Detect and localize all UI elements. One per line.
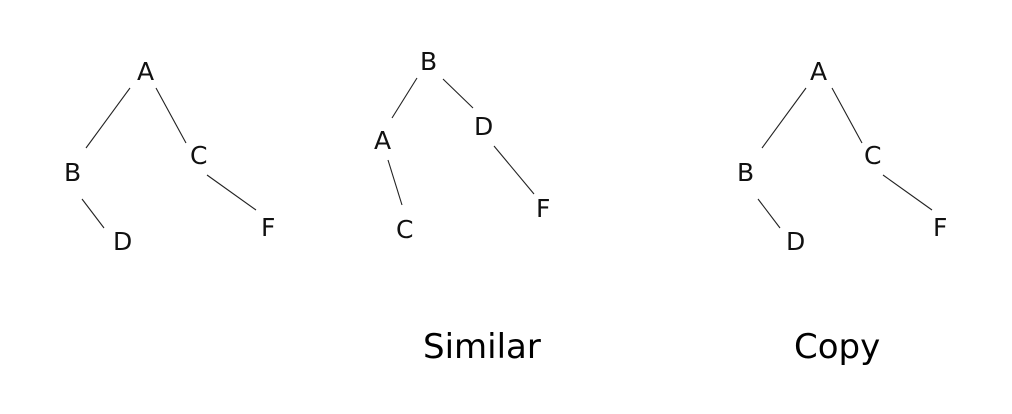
edge-d-f <box>493 145 535 195</box>
node-c: C <box>190 141 207 170</box>
edge-b-d <box>81 198 105 229</box>
node-b: B <box>64 158 81 187</box>
edge-a-c <box>155 87 187 144</box>
node-f: F <box>536 194 550 223</box>
node-d: D <box>474 112 493 141</box>
node-a: A <box>374 126 391 155</box>
edge-c-f <box>206 174 257 211</box>
node-b: B <box>420 47 437 76</box>
tree-caption-copy: Copy <box>794 327 880 367</box>
tree-original: A B C D F <box>64 57 275 256</box>
node-c: C <box>864 141 881 170</box>
edge-b-d <box>442 78 474 109</box>
tree-similar: B A D C F Similar <box>374 47 550 367</box>
node-a: A <box>137 57 154 86</box>
node-c: C <box>396 215 413 244</box>
node-a: A <box>810 57 827 86</box>
tree-copy: A B C D F Copy <box>737 57 947 367</box>
edge-b-d <box>757 198 781 229</box>
edge-b-a <box>391 77 418 119</box>
node-d: D <box>786 227 805 256</box>
tree-caption-similar: Similar <box>423 327 541 367</box>
edge-a-b <box>85 87 131 149</box>
node-f: F <box>933 213 947 242</box>
node-d: D <box>113 227 132 256</box>
edge-a-c <box>387 159 403 206</box>
edge-a-b <box>761 87 807 149</box>
edge-c-f <box>882 174 933 211</box>
node-b: B <box>737 158 754 187</box>
node-f: F <box>261 213 275 242</box>
edge-a-c <box>831 87 863 144</box>
